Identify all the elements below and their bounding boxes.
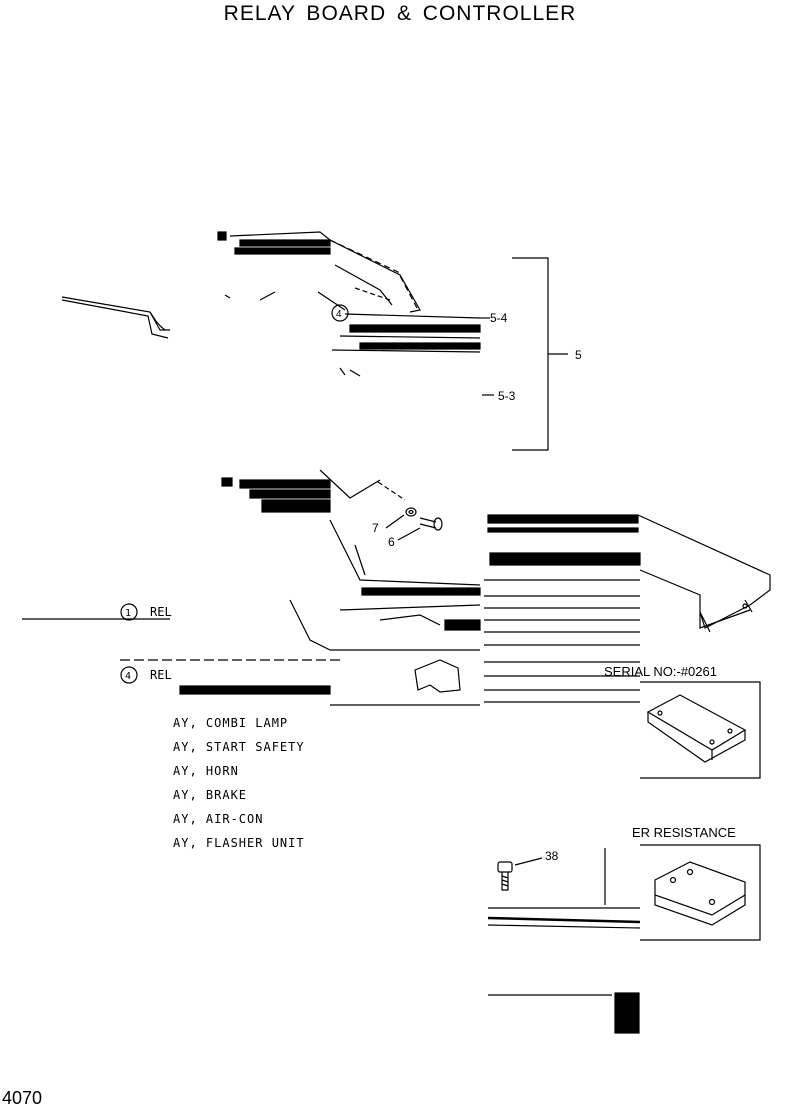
legend-line: AY, START SAFETY: [173, 740, 305, 754]
callout-5-4: 5-4: [490, 311, 508, 325]
serial-inset-box: [640, 681, 761, 779]
legend-item1-text: REL: [150, 605, 172, 619]
bottom-plate: [487, 907, 641, 1034]
circle-1: [120, 603, 138, 621]
relay-board-top: [217, 231, 481, 377]
callout-5: 5: [575, 348, 582, 362]
top-left-bracket: [61, 296, 170, 339]
legend-line: AY, HORN: [173, 764, 239, 778]
legend-item4-number: 4: [125, 671, 131, 682]
legend-line: AY, FLASHER UNIT: [173, 836, 305, 850]
callout-7: 7: [372, 521, 379, 535]
legend-line: AY, BRAKE: [173, 788, 248, 802]
washer-and-bolt: [385, 507, 443, 541]
relay-board-middle: [221, 469, 481, 651]
circle-4-top: [331, 304, 349, 322]
page-number: 4070: [2, 1088, 43, 1108]
legend-list: AY, COMBI LAMP AY, START SAFETY AY, HORN…: [173, 716, 305, 860]
controller-housing: [484, 514, 771, 703]
callout-5-3: 5-3: [498, 389, 516, 403]
resistance-inset-box: [640, 844, 761, 941]
legend-line: AY, AIR-CON: [173, 812, 264, 826]
screw-38: [497, 848, 606, 905]
callout-circle-4: 4: [336, 309, 342, 320]
legend-item1-number: 1: [125, 608, 131, 619]
relay-small-parts: [120, 649, 480, 706]
page-title: RELAY BOARD & CONTROLLER: [223, 2, 577, 25]
callout-38: 38: [545, 849, 559, 863]
circle-4-legend: [120, 666, 138, 684]
bracket-5: [480, 257, 568, 451]
serial-label: SERIAL NO:-#0261: [604, 664, 717, 679]
resistance-label: ER RESISTANCE: [632, 825, 736, 840]
legend-line: AY, COMBI LAMP: [173, 716, 289, 730]
callout-6: 6: [388, 535, 395, 549]
legend-item4-text: REL: [150, 668, 172, 682]
